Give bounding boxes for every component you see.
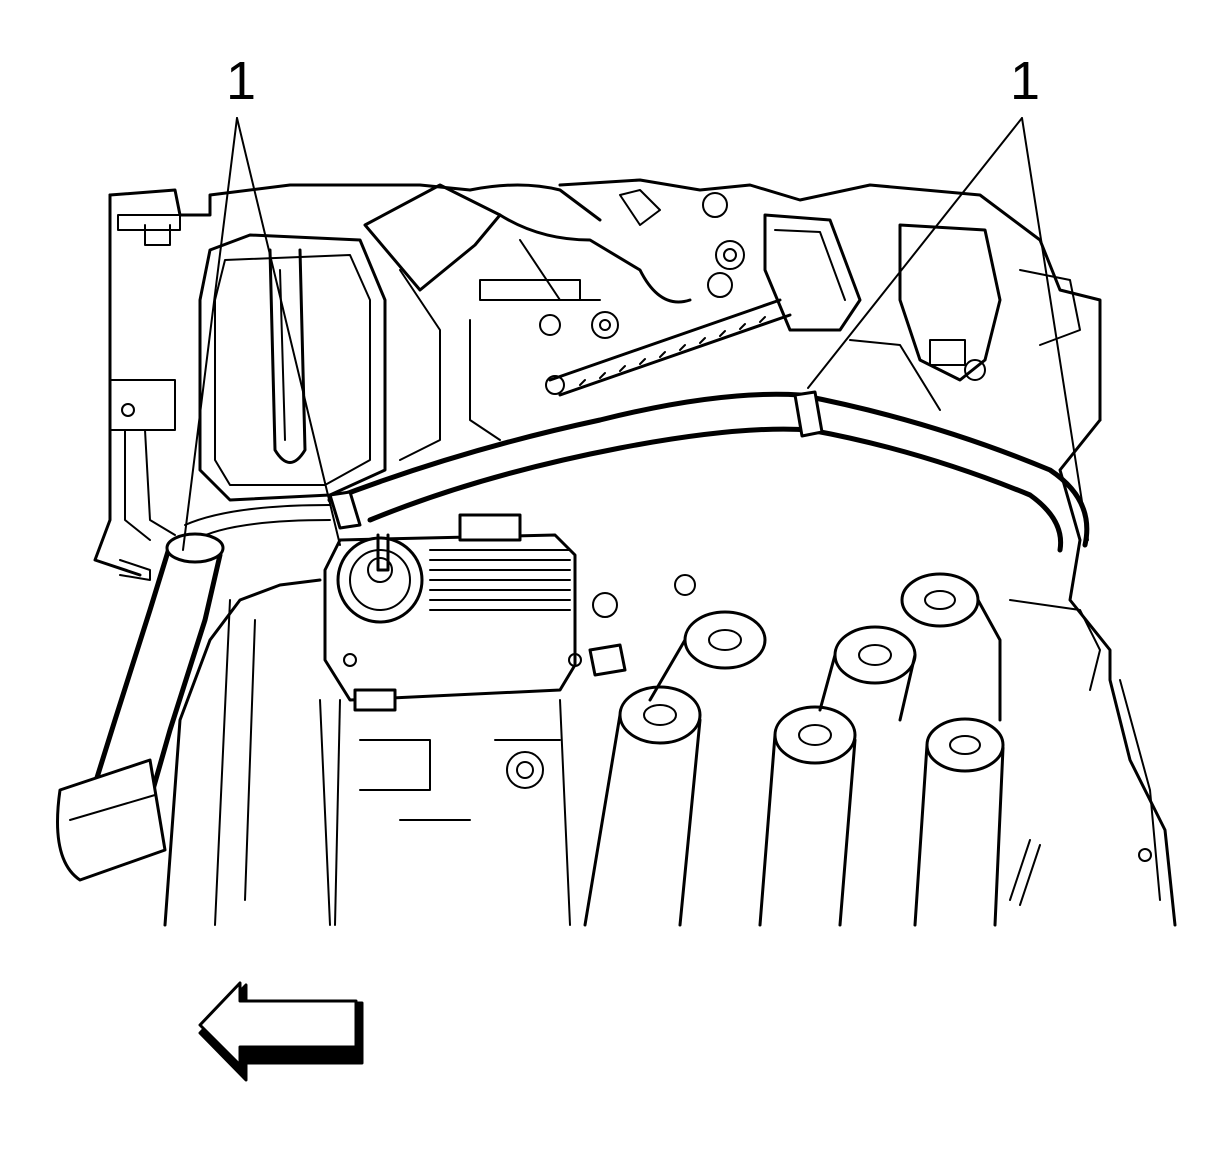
leader-line-left-b xyxy=(236,117,341,546)
callout-label-left: 1 xyxy=(226,51,257,111)
leader-line-left-a xyxy=(182,117,238,551)
throttle-body xyxy=(763,213,1081,411)
coolant-reservoir xyxy=(198,233,387,502)
control-module xyxy=(323,513,696,789)
engine-assembly-outline xyxy=(93,178,1177,927)
leader-line-right-b xyxy=(1021,117,1089,541)
leader-line-right-a xyxy=(807,117,1023,389)
lower-block xyxy=(214,599,1161,926)
intake-runners xyxy=(583,572,1101,927)
callout-label-right: 1 xyxy=(1010,51,1041,111)
belt xyxy=(548,298,792,397)
intake-manifold xyxy=(363,183,745,461)
lower-hose xyxy=(56,532,225,882)
arrow-left-icon xyxy=(198,981,364,1082)
heater-hose xyxy=(184,390,1090,553)
callout-leader-lines xyxy=(182,117,1089,551)
